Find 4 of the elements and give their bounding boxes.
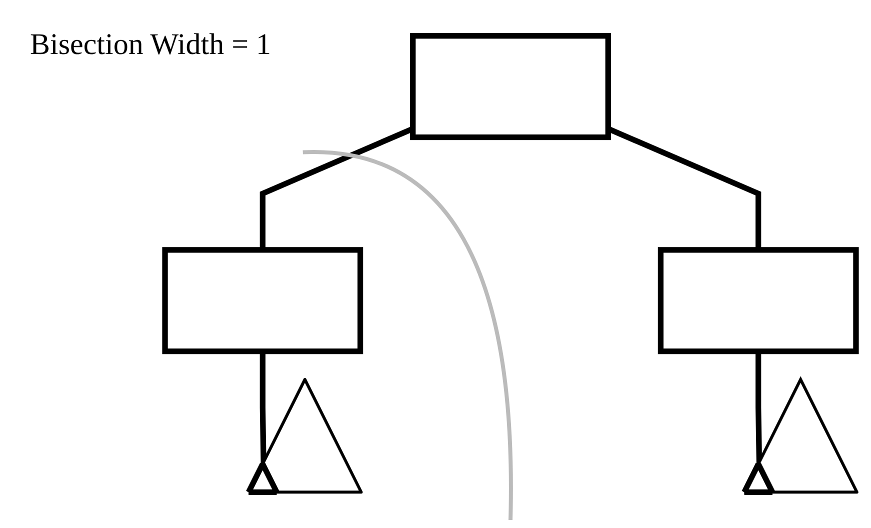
node-box [162,247,364,354]
node-box [658,247,859,354]
node-box [410,33,611,140]
annotation-text: Bisection Width = 1 [30,28,271,62]
